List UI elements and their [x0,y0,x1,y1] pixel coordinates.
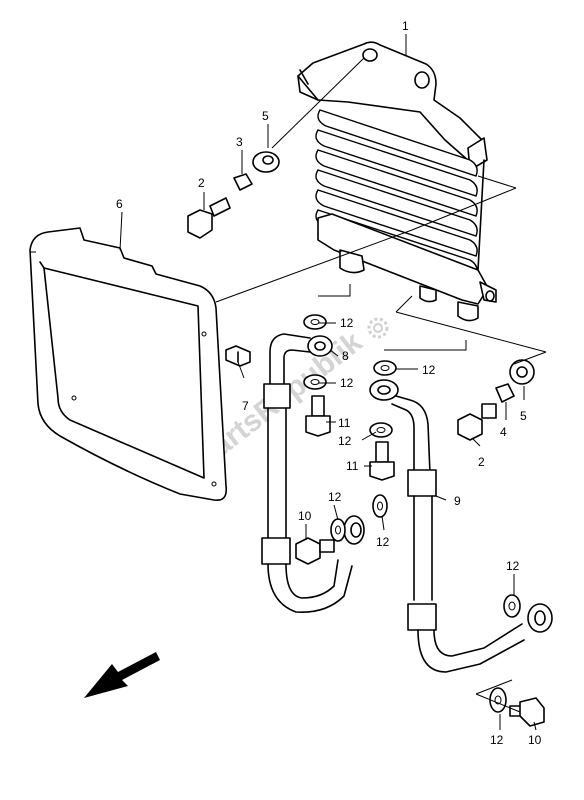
callout-3: 3 [236,135,243,149]
banjo-bolt-11-b [369,441,395,481]
washer-12-a [303,314,327,330]
washer-12-b [303,374,327,390]
callout-11: 11 [346,459,359,473]
banjo-bolt-10-a [295,537,335,565]
callout-7: 7 [242,399,249,413]
callout-1: 1 [402,19,409,33]
direction-arrow-icon [84,652,160,698]
callout-12: 12 [340,316,354,330]
callout-6: 6 [116,197,123,211]
bolt-2-left [187,197,231,239]
callout-4: 4 [500,425,507,439]
callout-12: 12 [328,490,342,504]
callout-12: 12 [338,434,352,448]
grommet-5-upper [252,151,280,173]
callout-2: 2 [198,176,205,190]
cooler-shroud [29,227,228,502]
washer-12-c [373,360,397,376]
callout-12: 12 [506,559,520,573]
washer-12-d [369,422,393,438]
collar-4 [495,383,515,403]
collar-3 [233,173,253,191]
callout-12: 12 [490,733,504,747]
callout-10: 10 [528,733,542,747]
gear-icon [367,317,389,339]
callout-11: 11 [338,416,351,430]
callout-5: 5 [262,109,269,123]
callout-5: 5 [520,409,527,423]
washer-12-h [489,687,507,713]
washer-12-f [372,494,388,518]
oil-hose-8 [261,333,365,613]
callout-10: 10 [298,509,312,523]
banjo-bolt-10-b [509,697,545,727]
callout-12: 12 [340,376,354,390]
callout-12: 12 [376,535,390,549]
bolt-7 [225,345,251,367]
bolt-2-right [457,403,497,441]
oil-hose-9 [369,379,553,673]
callout-2: 2 [478,455,485,469]
banjo-bolt-11-a [305,395,331,437]
callout-12: 12 [422,363,436,377]
washer-12-g [503,594,521,618]
oil-cooler [297,41,497,322]
callout-8: 8 [342,349,349,363]
callout-9: 9 [454,494,461,508]
washer-12-e [330,518,346,542]
grommet-5-lower [509,359,535,385]
